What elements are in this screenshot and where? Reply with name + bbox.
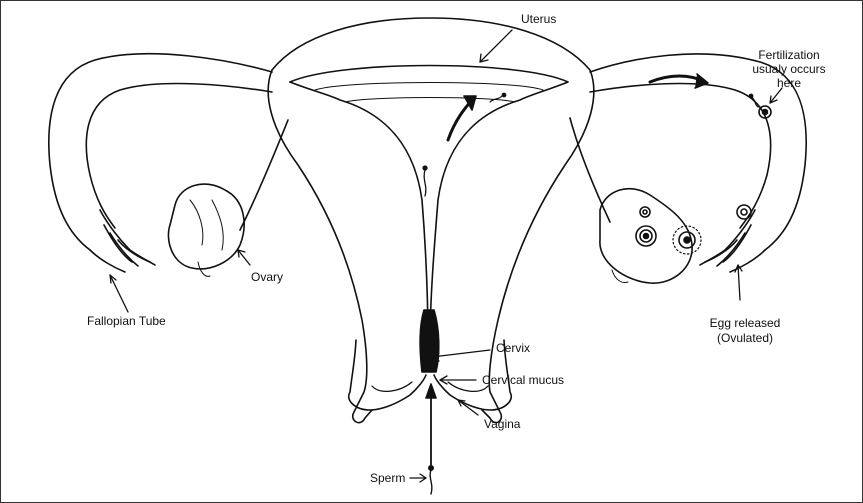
label-egg-released-line2: (Ovulated) <box>717 331 773 346</box>
label-uterus: Uterus <box>521 12 556 27</box>
label-cervix: Cervix <box>496 341 530 356</box>
label-fallopian-tube: Fallopian Tube <box>87 314 166 329</box>
left-fallopian-tube <box>49 54 272 272</box>
left-ovary <box>168 120 288 276</box>
label-fertilization-line1: Fertilization <box>758 48 819 63</box>
right-fallopian-tube <box>590 54 806 272</box>
cervix-canal <box>420 310 439 372</box>
label-vagina: Vagina <box>484 417 520 432</box>
label-fertilization-line3: here <box>777 76 801 91</box>
label-sperm: Sperm <box>370 471 405 486</box>
uterine-cavity <box>290 66 568 346</box>
label-egg-released-line1: Egg released <box>710 316 781 331</box>
label-fertilization-line2: usualy occurs <box>752 62 825 77</box>
sperm-icon <box>430 470 432 494</box>
label-cervical-mucus: Cervical mucus <box>482 373 564 388</box>
right-ovary <box>570 118 751 283</box>
label-ovary: Ovary <box>251 270 283 285</box>
uterus-arrow <box>448 100 472 140</box>
